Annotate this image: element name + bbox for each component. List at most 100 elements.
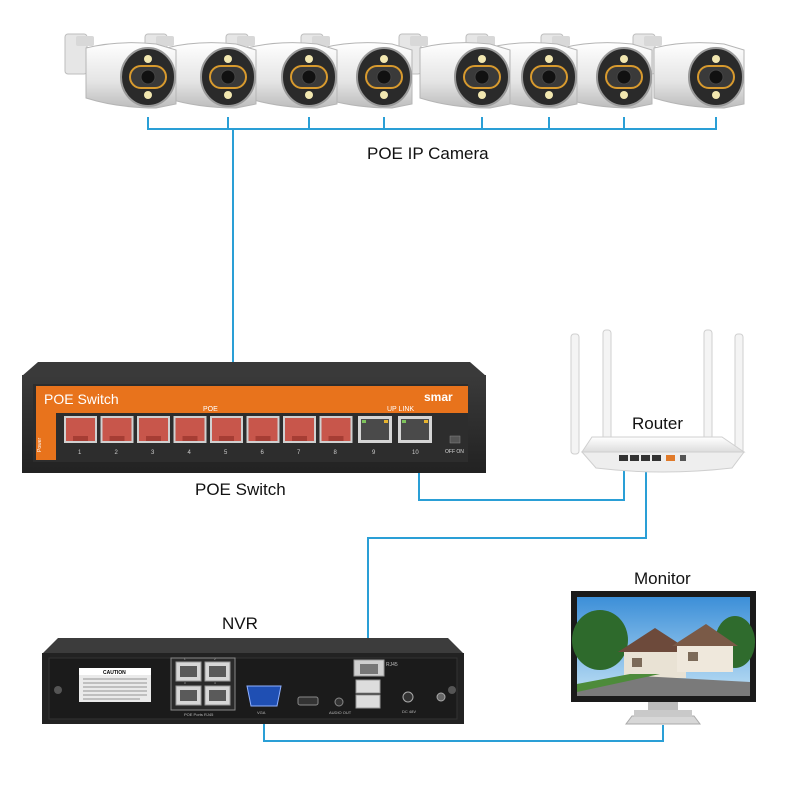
switch-uplink-led: [384, 420, 388, 423]
switch-toggle-label: OFF ON: [445, 449, 464, 455]
switch-orange-panel: [36, 386, 468, 413]
nvr-vga-port: [246, 685, 282, 707]
switch-port-clip: [255, 436, 271, 441]
switch-brand: smar: [424, 390, 453, 404]
camera-led-bottom: [545, 91, 553, 99]
router-port-3: [641, 455, 650, 461]
camera-led-top: [712, 55, 720, 63]
nvr-audio-port: [334, 697, 344, 707]
nvr-power-label: DC 48V: [402, 709, 416, 714]
ip-camera: [398, 33, 511, 109]
router-top: [581, 436, 746, 453]
nvr-usb-port-2: [355, 694, 381, 709]
router: [570, 329, 746, 473]
nvr-poe-port-socket: [209, 666, 226, 677]
camera-lens: [301, 69, 317, 85]
antenna-left-outer: [570, 333, 580, 455]
switch-port-number: 6: [261, 450, 265, 456]
nvr-poe-port-number: 3: [184, 681, 186, 685]
nvr-ground-screw: [436, 692, 446, 702]
switch-poe-port: [285, 418, 314, 441]
camera-bus-cable: [147, 117, 717, 130]
router-wan-port: [666, 455, 675, 461]
nvr-poe-port-number: 2: [214, 657, 216, 661]
router-antennas: [570, 329, 744, 455]
nvr-usb-port-1: [355, 679, 381, 694]
nvr-label: NVR: [222, 614, 258, 633]
cameras-label: POE IP Camera: [367, 144, 489, 163]
switch-uplink-port: [361, 419, 389, 440]
router-ports: [619, 455, 686, 461]
nvr-caution-text-lines: [83, 678, 147, 700]
monitor-label: Monitor: [634, 569, 691, 588]
camera-led-bottom: [305, 91, 313, 99]
switch-uplink-led: [362, 420, 366, 423]
nvr-poe-ports-label: POE Ports RJ45: [184, 712, 214, 717]
switch-port-number: 10: [412, 450, 419, 456]
ip-camera: [64, 33, 177, 109]
ip-camera: [300, 33, 413, 109]
switch-poe-port: [66, 418, 95, 441]
nvr-hdmi-port: [297, 696, 319, 706]
nvr-caution-header: [79, 668, 151, 675]
router-body: [580, 451, 745, 473]
router-to-nvr-cable: [367, 460, 647, 660]
router-power-port: [680, 455, 686, 461]
switch-uplink-port: [401, 419, 429, 440]
monitor: [571, 591, 756, 725]
switch-panel-title: POE Switch: [44, 391, 119, 407]
switch-port-clip: [146, 436, 161, 441]
switch-uplink-led: [424, 420, 428, 423]
camera-led-top: [305, 55, 313, 63]
camera-led-top: [545, 55, 553, 63]
camera-group: [64, 33, 745, 109]
switch-port-clip: [182, 436, 198, 441]
camera-led-bottom: [620, 91, 628, 99]
switch-orange-side: [36, 412, 56, 460]
camera-sunshield: [410, 36, 428, 46]
nvr-audio-label: AUDIO OUT: [329, 710, 352, 715]
nvr-poe-port-number: 4: [214, 681, 216, 685]
nvr-rj45-label: RJ45: [386, 662, 398, 668]
switch-port-number: 4: [188, 450, 192, 456]
switch-poe-port: [321, 418, 351, 441]
switch-poe-port: [175, 418, 205, 441]
nvr-poe-port-number: 1: [184, 657, 186, 661]
nvr-power-jack: [402, 691, 414, 703]
router-label: Router: [632, 414, 684, 433]
switch-top-face: [22, 362, 486, 376]
switch-port-number: 3: [151, 450, 155, 456]
nvr-poe-port-socket: [180, 666, 197, 677]
switch-poe-port: [139, 418, 168, 441]
camera-lens: [616, 69, 632, 85]
router-port-1: [619, 455, 628, 461]
nvr-poe-port-socket: [180, 690, 197, 701]
switch-poe-group-label: POE: [203, 406, 218, 413]
camera-led-top: [620, 55, 628, 63]
switch-uplink-group-label: UP LINK: [387, 406, 414, 413]
switch-port-clip: [328, 436, 344, 441]
switch-uplink-led: [402, 420, 406, 423]
switch-port-clip: [292, 436, 307, 441]
switch-poe-port: [102, 418, 132, 441]
switch-port-number: 9: [372, 450, 376, 456]
switch-port-clip: [73, 436, 88, 441]
camera-led-top: [478, 55, 486, 63]
ip-camera: [632, 33, 745, 109]
ip-camera: [540, 33, 653, 109]
antenna-left-inner: [602, 329, 612, 455]
switch-port-number: 2: [115, 450, 119, 456]
switch-power-toggle: [449, 435, 461, 444]
camera-sunshield: [237, 36, 255, 46]
switch-port-number: 1: [78, 450, 82, 456]
camera-lens: [541, 69, 557, 85]
nvr-screw-left: [54, 686, 62, 694]
switch-port-clip: [219, 436, 234, 441]
nvr-vga-label: VGA: [257, 710, 266, 715]
camera-led-top: [224, 55, 232, 63]
monitor-neck: [648, 702, 678, 712]
